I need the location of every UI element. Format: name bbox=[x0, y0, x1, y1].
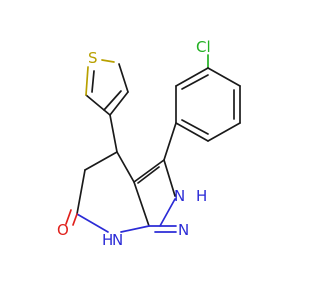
ring-bond bbox=[85, 94, 111, 116]
ring-bond bbox=[84, 151, 118, 171]
ring-bond bbox=[207, 67, 241, 87]
ring-double-bond bbox=[181, 74, 209, 90]
ring-bond bbox=[76, 169, 86, 215]
ring-bond bbox=[116, 151, 135, 183]
lactam-ring bbox=[65, 151, 150, 233]
ring-bond bbox=[163, 159, 176, 197]
pyrazole-h-label: H bbox=[196, 187, 207, 205]
amide-h-label: H bbox=[102, 231, 113, 249]
s-c-bond bbox=[85, 66, 89, 96]
ring-bond bbox=[109, 91, 129, 116]
amide-n-label: N bbox=[112, 231, 123, 249]
c-s-bond bbox=[101, 59, 115, 63]
ring-bond bbox=[175, 122, 209, 142]
pyrazole-ring bbox=[133, 159, 177, 233]
n-n-bond bbox=[159, 198, 176, 227]
ring-double-bond bbox=[91, 70, 95, 93]
ring-bond bbox=[133, 159, 165, 183]
ring-double-bond bbox=[181, 119, 209, 135]
ring-bond bbox=[207, 122, 241, 142]
ring-bond bbox=[118, 63, 129, 93]
structure-svg: Cl S O H N N N H bbox=[57, 38, 241, 249]
ring-double-bond bbox=[103, 90, 122, 111]
thienyl-link-bond bbox=[109, 114, 118, 153]
thiophene-ring bbox=[85, 59, 129, 116]
ring-bond bbox=[175, 67, 209, 87]
aryl-link-bond bbox=[163, 122, 177, 161]
pyrazole-n-label: N bbox=[178, 221, 189, 239]
oxygen-label: O bbox=[57, 221, 69, 239]
c-o-double-bond bbox=[65, 209, 72, 225]
ring-double-bond bbox=[137, 166, 160, 184]
pyrazole-nh-label: N bbox=[174, 187, 185, 205]
chlorophenyl-ring bbox=[175, 54, 241, 142]
ring-bond bbox=[133, 181, 150, 227]
n-c-bond bbox=[120, 225, 150, 233]
molecule-diagram: Cl S O H N N N H bbox=[57, 38, 241, 249]
c-n-bond bbox=[76, 213, 109, 233]
c-o-double-bond bbox=[72, 213, 78, 226]
chlorine-label: Cl bbox=[196, 38, 211, 56]
sulfur-label: S bbox=[88, 49, 98, 67]
